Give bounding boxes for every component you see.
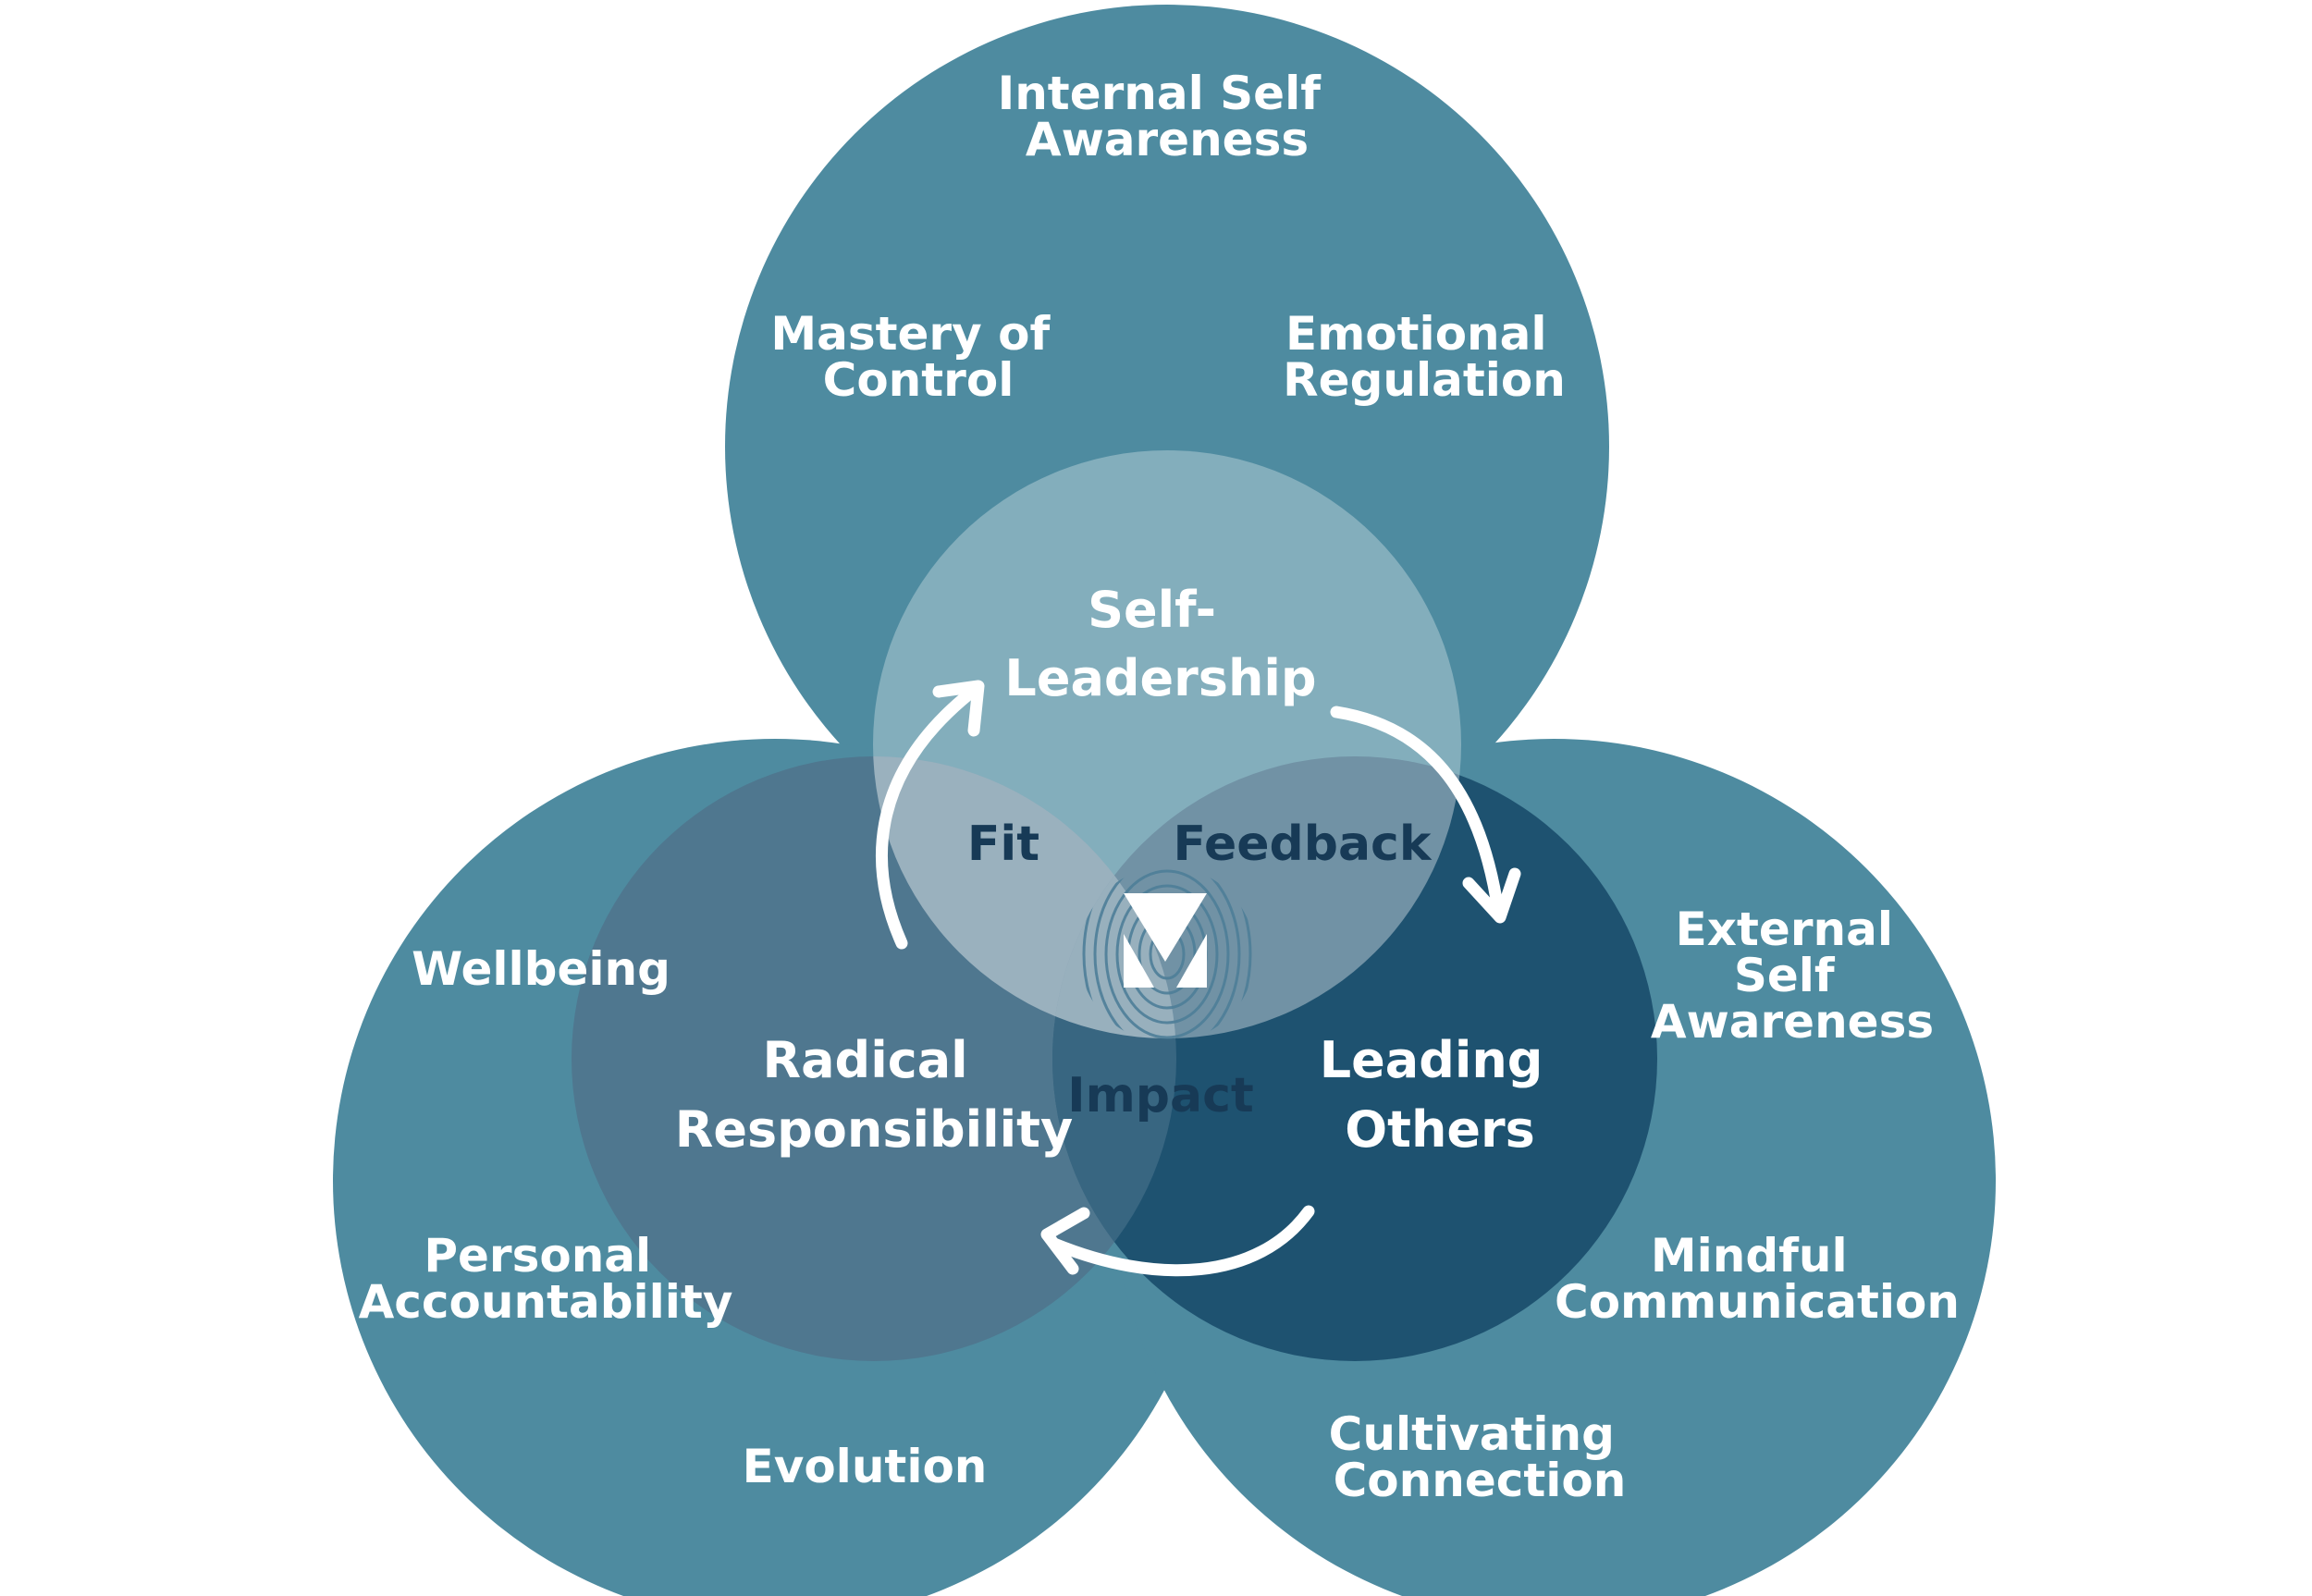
feedback-overlap-region [1052, 756, 1461, 1038]
leading-others-label: Leading Others [1320, 1031, 1561, 1159]
label-line: Internal Self [998, 67, 1322, 120]
label-line: Awareness [1026, 113, 1309, 166]
wellbeing-label: Wellbeing [412, 942, 670, 996]
fingerprint-logo-icon [1082, 866, 1252, 1042]
cultivating-connection-label: Cultivating Connection [1329, 1407, 1631, 1507]
external-self-awareness-label: External Self Awareness [1651, 902, 1934, 1049]
internal-self-awareness-label: Internal Self Awareness [998, 67, 1337, 166]
self-leadership-circle [873, 450, 1461, 1038]
label-line: Cultivating [1329, 1407, 1615, 1461]
label-line: Leadership [1004, 649, 1316, 707]
label-line: Control [823, 353, 1015, 407]
label-line: Mindful [1651, 1229, 1848, 1283]
cycle-arrow-left-head [932, 680, 985, 737]
label-line: Self [1734, 949, 1836, 1002]
top-outer-circle [725, 5, 1609, 889]
fit-label: Fit [967, 816, 1039, 872]
cycle-arrow-bottom-head [1040, 1207, 1090, 1275]
evolution-label: Evolution [743, 1440, 988, 1493]
label-line: External [1676, 902, 1893, 956]
mastery-of-control-label: Mastery of Control [770, 307, 1065, 407]
label-line: Radical [763, 1031, 968, 1089]
impact-label: Impact [1067, 1068, 1254, 1123]
label-line: Connection [1334, 1454, 1627, 1507]
label-line: Emotional [1285, 307, 1546, 361]
label-line: Accountability [359, 1275, 733, 1329]
label-line: Others [1345, 1100, 1535, 1159]
cycle-arrow-right [1330, 706, 1505, 917]
label-line: Responsibility [675, 1100, 1073, 1159]
cycle-arrow-right-head [1462, 867, 1521, 924]
radical-responsibility-circle [572, 756, 1176, 1361]
fit-overlap-region [873, 756, 1176, 1038]
mindful-communication-label: Mindful Communication [1555, 1229, 1960, 1329]
label-line: Regulation [1283, 353, 1566, 407]
label-line: Personal [424, 1229, 651, 1283]
circular-arrow-icon [876, 680, 1521, 1277]
label-line: Leading [1320, 1031, 1543, 1089]
cycle-arrow-bottom [1048, 1205, 1315, 1277]
emotional-regulation-label: Emotional Regulation [1283, 307, 1566, 407]
cycle-arrow-left [876, 682, 982, 950]
label-line: Mastery of [770, 307, 1051, 361]
label-line: Communication [1555, 1275, 1960, 1329]
self-leadership-label: Self- Leadership [1004, 581, 1316, 707]
feedback-label: Feedback [1174, 816, 1433, 872]
radical-responsibility-label: Radical Responsibility [675, 1031, 1073, 1159]
label-line: Self- [1088, 581, 1216, 639]
personal-accountability-label: Personal Accountability [359, 1229, 733, 1329]
label-line: Awareness [1651, 995, 1934, 1049]
